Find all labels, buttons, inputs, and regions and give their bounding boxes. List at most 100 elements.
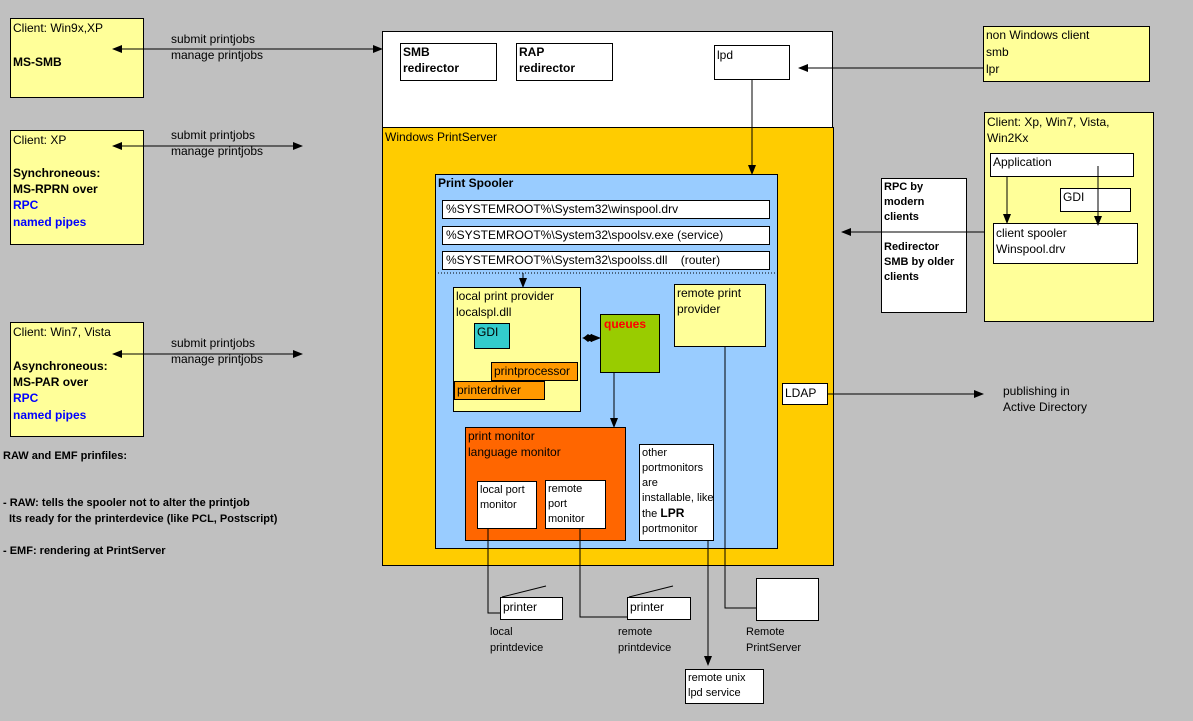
client-xp-line1: Synchroneous:: [13, 166, 101, 180]
client-spooler-box: client spooler Winspool.drv: [993, 223, 1138, 264]
printprocessor-box: printprocessor: [491, 362, 578, 381]
printer-local-lid: [501, 585, 547, 598]
remote-port-monitor-line2: port: [548, 498, 567, 510]
nonwin-client-box: non Windows client smb lpr: [983, 26, 1150, 82]
client-win7-box: Client: Win7, Vista Asynchroneous: MS-PA…: [10, 322, 144, 437]
other-portmonitors-line3: are: [642, 477, 658, 489]
remote-printserver-label-1: Remote: [746, 626, 785, 638]
printer-remote-label: printer: [630, 600, 665, 614]
local-port-monitor-line2: monitor: [480, 499, 517, 511]
client-win7-line4: named pipes: [13, 408, 87, 422]
remote-port-monitor-line3: monitor: [548, 513, 585, 525]
notes-raw-1: - RAW: tells the spooler not to alter th…: [3, 497, 250, 509]
client-gdi-box: GDI: [1060, 188, 1131, 212]
local-print-provider-line2: localspl.dll: [456, 305, 512, 319]
local-device-label-2: printdevice: [490, 642, 544, 654]
nonwin-line3: lpr: [986, 62, 1000, 76]
other-portmonitors-line6: portmonitor: [642, 523, 698, 535]
local-gdi-box: GDI: [474, 323, 510, 349]
client-win9x-protocol: MS-SMB: [13, 55, 62, 69]
rpc-line5: SMB by older: [884, 256, 955, 268]
printer-remote-box: printer: [627, 597, 691, 620]
local-monitor-to-printer-line: [487, 529, 500, 614]
printer-local-box: printer: [500, 597, 563, 620]
other-portmonitors-line2: portmonitors: [642, 462, 704, 474]
client-spooler-line2: Winspool.drv: [996, 242, 1066, 256]
rpc-line4: Redirector: [884, 241, 940, 253]
rap-redirector-line2: redirector: [519, 61, 576, 75]
nonwin-line1: non Windows client: [986, 28, 1090, 42]
other-portmonitors-line4: installable, like: [642, 492, 714, 504]
rpc-line1: RPC by: [884, 181, 924, 193]
printprocessor-label: printprocessor: [494, 364, 571, 378]
local-port-monitor-line1: local port: [480, 484, 525, 496]
client-win7-line2: MS-PAR over: [13, 375, 89, 389]
application-box: Application: [990, 153, 1134, 177]
remote-port-monitor-box: remote port monitor: [545, 480, 606, 529]
print-monitor-line2: language monitor: [468, 445, 561, 459]
rpc-line3: clients: [884, 211, 919, 223]
client-win7-line1: Asynchroneous:: [13, 359, 108, 373]
client-win9x-box: Client: Win9x,XP MS-SMB: [10, 18, 144, 98]
printerdriver-label: printerdriver: [457, 383, 522, 397]
client-xp-line3: RPC: [13, 198, 39, 212]
remote-monitor-to-printer-line: [579, 529, 627, 618]
local-device-label-1: local: [490, 626, 513, 638]
rap-redirector-line1: RAP: [519, 45, 545, 59]
remote-device-label-2: printdevice: [618, 642, 672, 654]
print-monitor-line1: print monitor: [468, 429, 535, 443]
client-win7-title: Client: Win7, Vista: [13, 325, 111, 339]
rap-redirector-box: RAP redirector: [516, 43, 613, 81]
ldap-label: LDAP: [785, 386, 817, 400]
other-portmonitors-lpr: LPR: [660, 506, 685, 520]
smb-redirector-box: SMB redirector: [400, 43, 497, 81]
remote-print-provider-line1: remote print: [677, 286, 742, 300]
printerdriver-box: printerdriver: [454, 381, 545, 400]
client-xp-line4: named pipes: [13, 215, 87, 229]
client-xp-line2: MS-RPRN over: [13, 182, 98, 196]
modern-client-line2: Win2Kx: [987, 131, 1029, 145]
win9x-arrow-label-1: submit printjobs: [171, 32, 256, 46]
other-portmonitors-line5: the LPR: [642, 506, 684, 522]
ldap-box: LDAP: [782, 383, 828, 405]
local-gdi-label: GDI: [477, 325, 499, 339]
client-win7-line3: RPC: [13, 391, 39, 405]
ldap-publish-1: publishing in: [1003, 384, 1070, 398]
modern-client-box: Client: Xp, Win7, Vista, Win2Kx: [984, 112, 1154, 322]
smb-redirector-line2: redirector: [403, 61, 460, 75]
remote-device-label-1: remote: [618, 626, 653, 638]
local-port-monitor-box: local port monitor: [477, 481, 537, 529]
lpd-box: lpd: [714, 45, 790, 80]
notes-raw-2: Its ready for the printerdevice (like PC…: [9, 513, 278, 525]
other-portmonitors-box: other portmonitors are installable, like…: [639, 444, 714, 541]
client-win9x-title: Client: Win9x,XP: [13, 21, 104, 35]
rpc-line6: clients: [884, 271, 919, 283]
spoolss-path: %SYSTEMROOT%\System32\spoolss.dll (route…: [446, 253, 721, 267]
win7-arrow-label-1: submit printjobs: [171, 336, 256, 350]
queues-box: queues: [600, 314, 660, 373]
client-gdi-label: GDI: [1063, 190, 1085, 204]
modern-client-line1: Client: Xp, Win7, Vista,: [987, 115, 1110, 129]
remote-printserver-label-2: PrintServer: [746, 642, 802, 654]
other-portmonitors-line1: other: [642, 447, 668, 459]
printer-remote-lid: [628, 585, 674, 598]
remote-printserver-box: [756, 578, 819, 621]
queues-label: queues: [604, 317, 647, 331]
rpc-redirector-box: RPC by modern clients Redirector SMB by …: [881, 178, 967, 313]
notes-emf: - EMF: rendering at PrintServer: [3, 545, 166, 557]
remote-print-provider-line2: provider: [677, 302, 721, 316]
printer-local-label: printer: [503, 600, 538, 614]
spoolss-path-box: %SYSTEMROOT%\System32\spoolss.dll (route…: [442, 251, 770, 270]
winspool-path: %SYSTEMROOT%\System32\winspool.drv: [446, 202, 679, 216]
remote-unix-line1: remote unix: [688, 672, 746, 684]
smb-redirector-line1: SMB: [403, 45, 430, 59]
remote-port-monitor-line1: remote: [548, 483, 583, 495]
lpd-label: lpd: [717, 48, 734, 62]
remote-unix-lpd-box: remote unix lpd service: [685, 669, 764, 704]
ldap-publish-2: Active Directory: [1003, 400, 1088, 414]
winspool-path-box: %SYSTEMROOT%\System32\winspool.drv: [442, 200, 770, 219]
nonwin-line2: smb: [986, 45, 1009, 59]
remote-unix-line2: lpd service: [688, 687, 741, 699]
xp-arrow-label-1: submit printjobs: [171, 128, 256, 142]
